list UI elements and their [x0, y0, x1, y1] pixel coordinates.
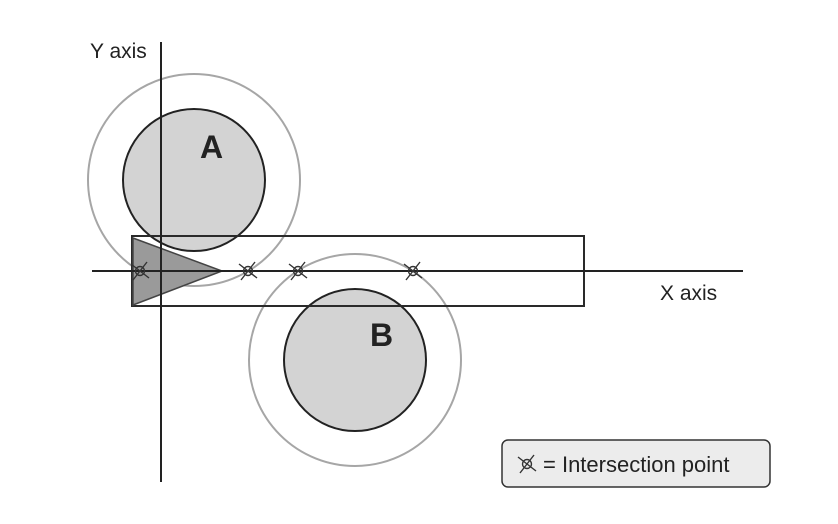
circle-a-halo [87, 73, 301, 287]
legend: = Intersection point [501, 439, 771, 488]
circle-a [122, 108, 266, 252]
circle-b [283, 288, 427, 432]
circle-a-label: A [200, 129, 223, 165]
y-axis-label: Y axis [90, 40, 147, 63]
circle-b-label: B [370, 317, 393, 353]
circle-b-halo [248, 253, 462, 467]
legend-text: = Intersection point [543, 452, 730, 477]
x-axis-label: X axis [660, 282, 717, 305]
legend-box [501, 439, 771, 488]
